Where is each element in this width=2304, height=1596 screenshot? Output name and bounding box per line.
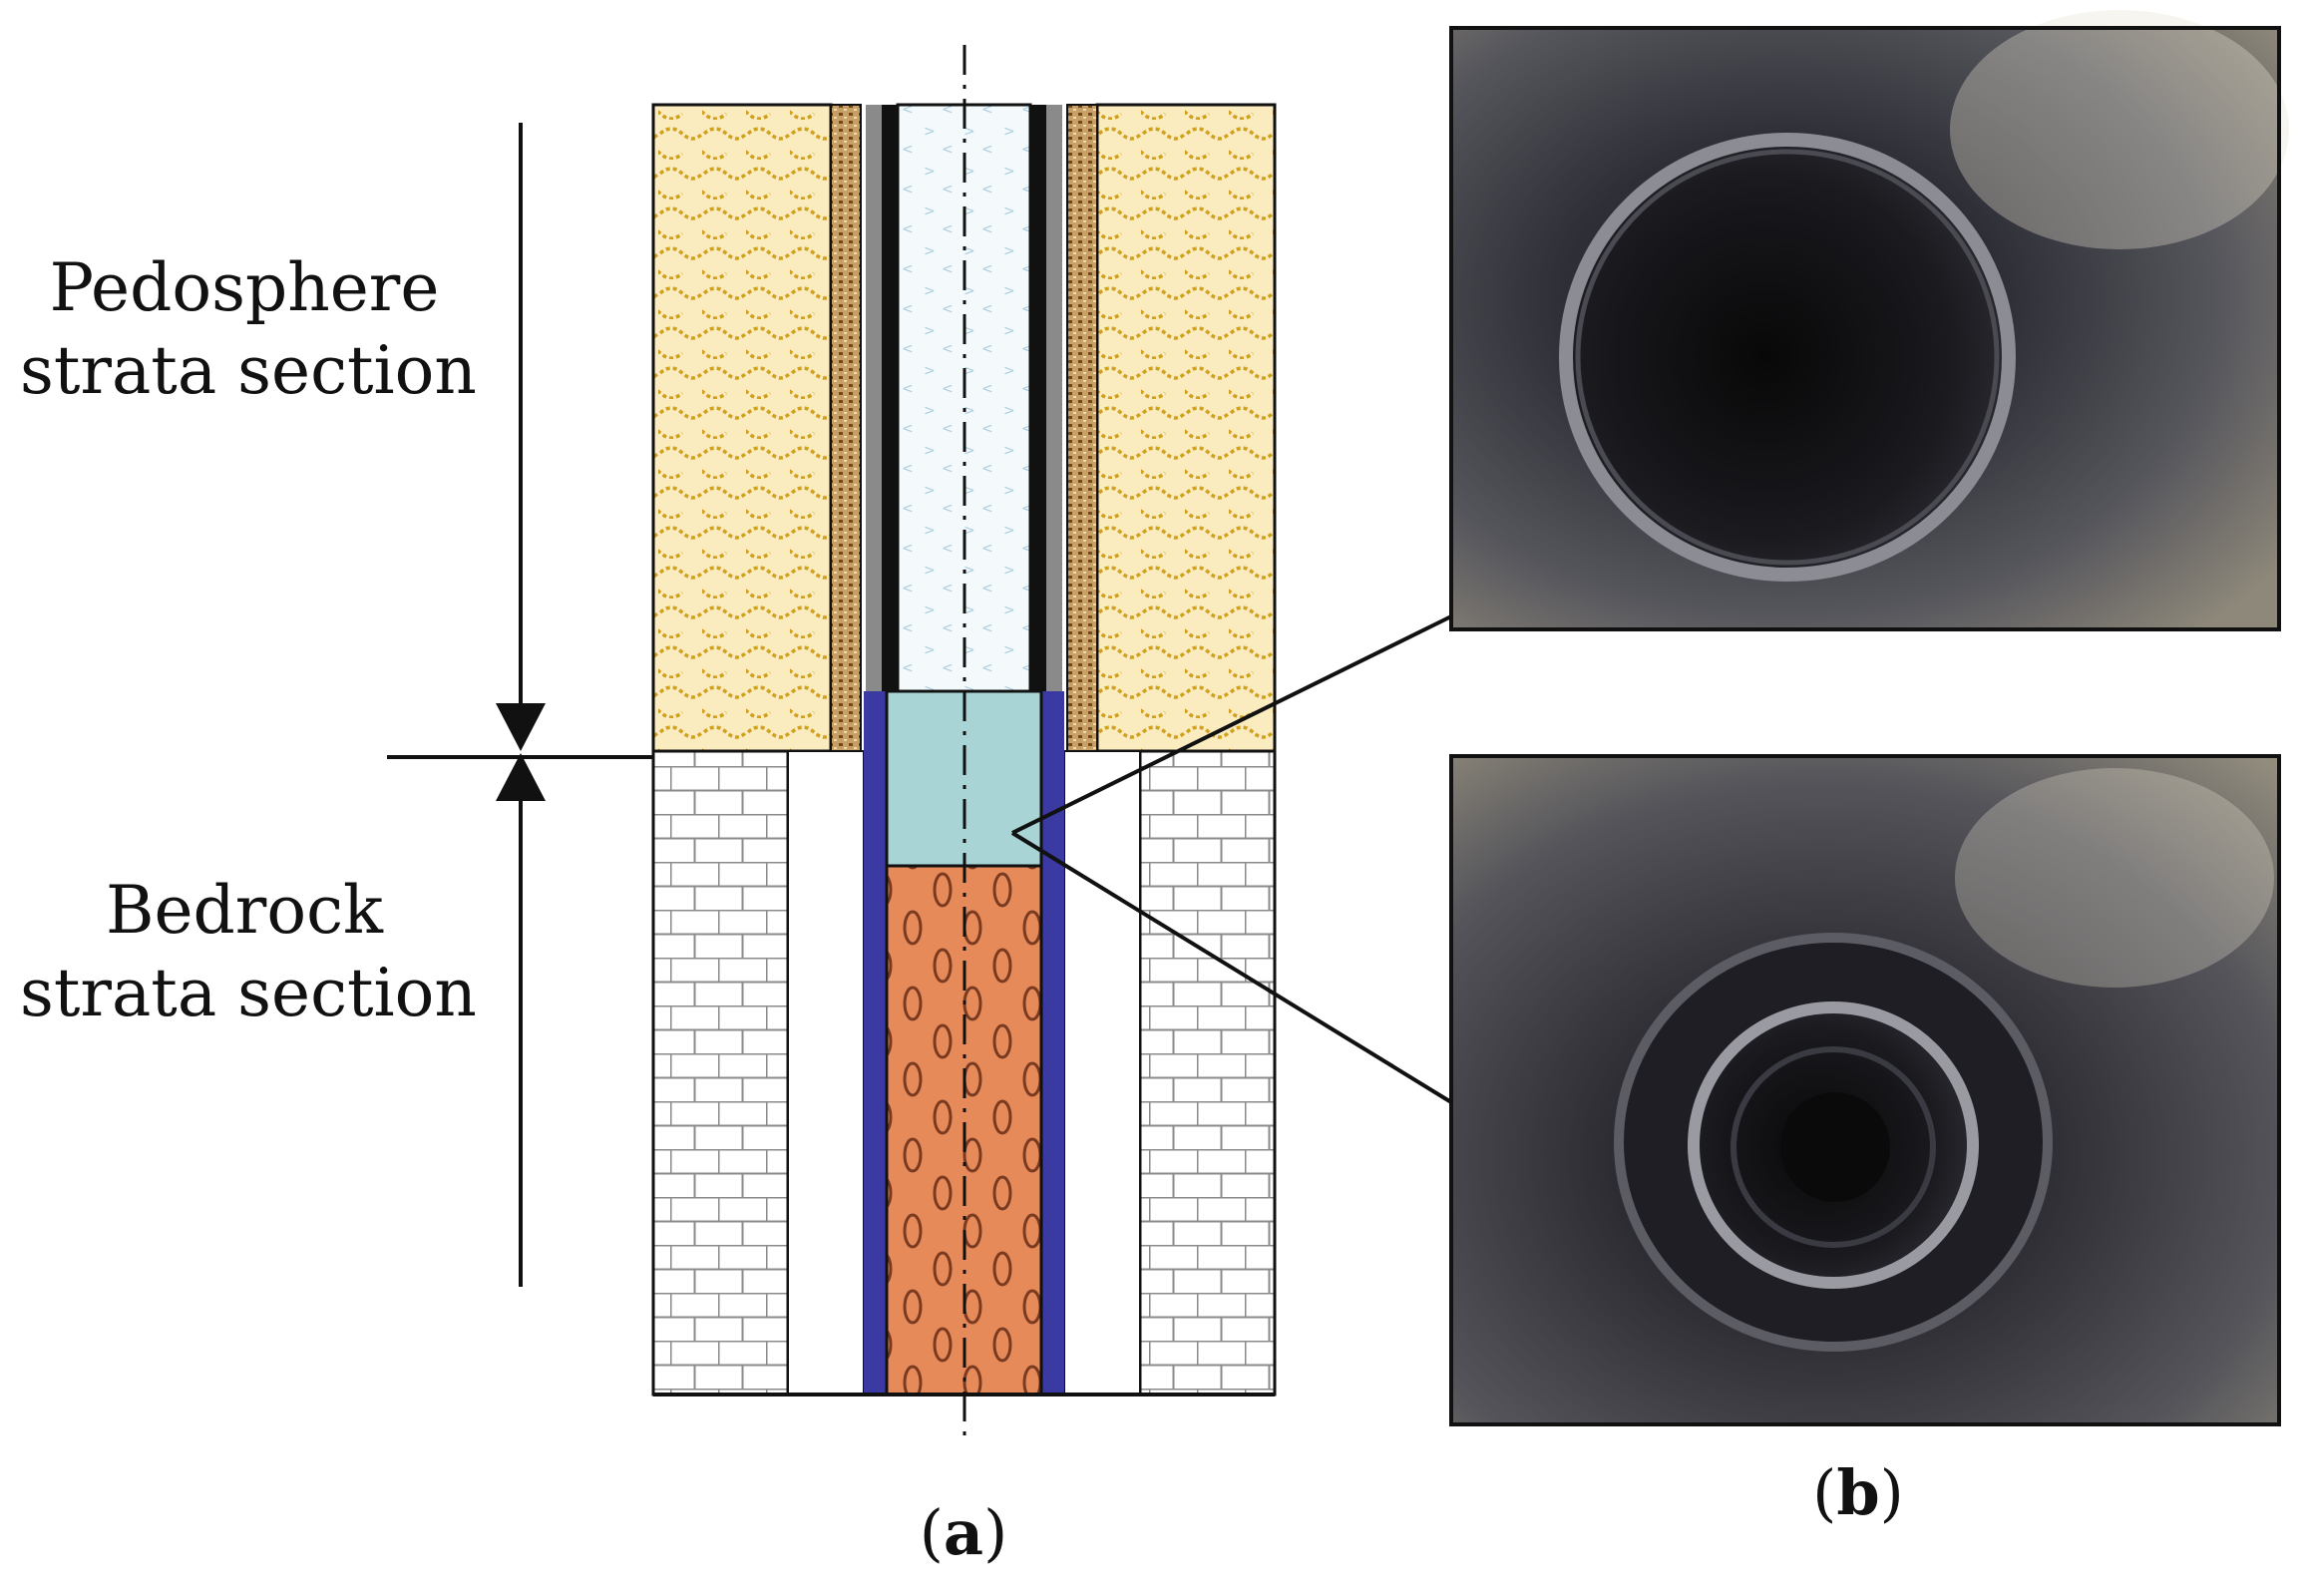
bedrock-label-line1: Bedrock — [105, 872, 384, 949]
brick-block-left — [651, 749, 790, 1396]
gravel-band-left — [830, 104, 862, 752]
borehole-schematic — [387, 45, 1453, 1441]
bore-ring — [1559, 133, 2016, 582]
gravel-band-right — [1066, 104, 1098, 752]
panel-a-label: (a) — [919, 1496, 1008, 1569]
brick-block-right — [1138, 749, 1277, 1396]
pedosphere-label-line2: strata section — [20, 331, 477, 409]
casing-gray-left — [866, 105, 882, 751]
casing-black-left — [882, 105, 898, 751]
lens-glare-bottom — [1955, 768, 2274, 988]
pedosphere-label: Pedosphere strata section — [20, 247, 477, 412]
callout-line-top — [1011, 614, 1452, 835]
soil-block-right — [1095, 103, 1277, 753]
soil-block-left — [651, 103, 833, 753]
annulus-gap-left — [787, 750, 865, 1396]
borehole-photo-top — [1449, 10, 2289, 631]
lens-glare-top — [1950, 10, 2289, 249]
bedrock-label-line2: strata section — [20, 954, 477, 1031]
casing-black-right — [1030, 105, 1046, 751]
annulus-gap-right — [1063, 750, 1141, 1396]
arrow-up — [496, 753, 546, 801]
arrow-down — [496, 703, 546, 751]
borehole-photo-bottom — [1449, 754, 2281, 1426]
casing-gray-right — [1046, 105, 1062, 751]
panel-b-label: (b) — [1812, 1456, 1904, 1529]
callout-line-bottom — [1010, 831, 1453, 1104]
bedrock-label: Bedrock strata section — [20, 870, 477, 1034]
pedosphere-label-line1: Pedosphere — [49, 249, 440, 326]
